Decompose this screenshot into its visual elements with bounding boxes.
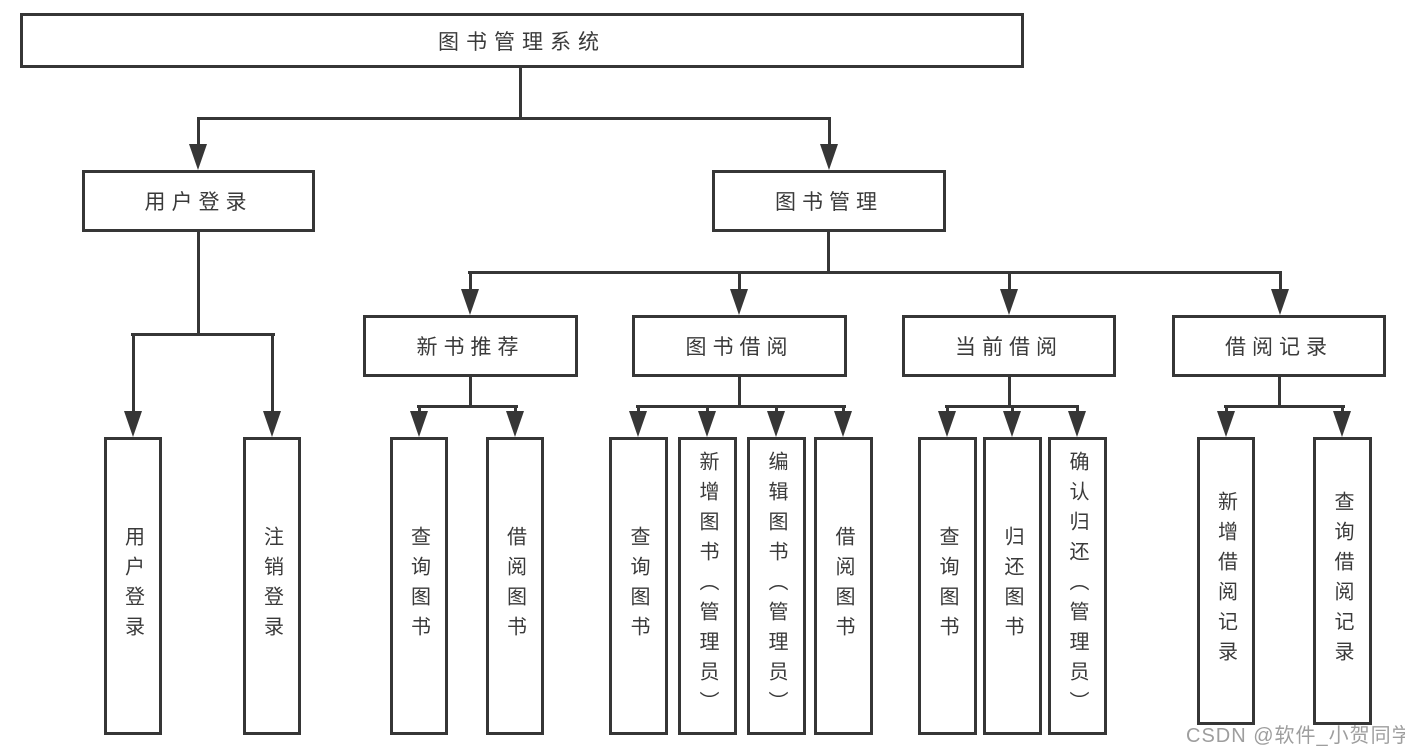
- arrow-down-icon: [820, 144, 838, 170]
- connector-stub: [706, 405, 709, 415]
- arrow-down-icon: [730, 289, 748, 315]
- arrow-down-icon: [124, 411, 142, 437]
- node-leaf-query-books-recommend: 查询图书: [390, 437, 448, 735]
- node-current-borrowing: 当前借阅: [902, 315, 1116, 377]
- arrow-down-icon: [1000, 289, 1018, 315]
- connector-stub: [1011, 405, 1014, 415]
- connector-stub: [637, 405, 640, 415]
- node-leaf-confirm-return-admin: 确认归还（管理员）: [1048, 437, 1107, 735]
- connector-user-login-stem: [197, 232, 200, 335]
- node-library-management-system: 图书管理系统: [20, 13, 1024, 68]
- connector-drop-new-book-recommend: [469, 271, 472, 291]
- node-borrowing-records: 借阅记录: [1172, 315, 1386, 377]
- arrow-down-icon: [461, 289, 479, 315]
- node-leaf-borrow-books-recommend: 借阅图书: [486, 437, 544, 735]
- arrow-down-icon: [1271, 289, 1289, 315]
- node-book-management: 图书管理: [712, 170, 946, 232]
- connector-root-stem: [519, 68, 522, 119]
- connector-stub: [418, 405, 421, 415]
- connector-drop-book-management: [828, 117, 831, 147]
- connector-drop-user-login: [197, 117, 200, 147]
- connector-drop-book-borrowing: [738, 271, 741, 291]
- csdn-watermark: CSDN @软件_小贺同学: [1186, 725, 1405, 747]
- node-book-borrowing: 图书借阅: [632, 315, 847, 377]
- node-leaf-edit-books-admin: 编辑图书（管理员）: [747, 437, 806, 735]
- connector-stub: [514, 405, 517, 415]
- node-leaf-query-borrow-record: 查询借阅记录: [1313, 437, 1372, 725]
- connector-drop-leaf-logout: [271, 333, 274, 413]
- connector-book-management-branch: [468, 271, 1282, 274]
- connector-root-branch: [197, 117, 831, 120]
- arrow-down-icon: [767, 411, 785, 437]
- connector-user-login-branch: [131, 333, 275, 336]
- connector-drop-current-borrowing: [1008, 271, 1011, 291]
- connector-borrowing-records-branch: [1224, 405, 1345, 408]
- node-leaf-add-books-admin: 新增图书（管理员）: [678, 437, 737, 735]
- arrow-down-icon: [834, 411, 852, 437]
- connector-new-book-recommend-branch: [417, 405, 518, 408]
- arrow-down-icon: [1217, 411, 1235, 437]
- connector-stub: [946, 405, 949, 415]
- arrow-down-icon: [263, 411, 281, 437]
- node-leaf-user-login: 用户登录: [104, 437, 162, 735]
- connector-stub: [842, 405, 845, 415]
- arrow-down-icon: [698, 411, 716, 437]
- node-leaf-logout: 注销登录: [243, 437, 301, 735]
- arrow-down-icon: [1003, 411, 1021, 437]
- connector-new-book-recommend-stem: [469, 377, 472, 407]
- connector-book-management-stem: [827, 232, 830, 273]
- node-leaf-borrow-books-borrowing: 借阅图书: [814, 437, 873, 735]
- arrow-down-icon: [629, 411, 647, 437]
- node-user-login: 用户登录: [82, 170, 315, 232]
- arrow-down-icon: [1068, 411, 1086, 437]
- node-leaf-add-borrow-record: 新增借阅记录: [1197, 437, 1255, 725]
- node-leaf-return-books: 归还图书: [983, 437, 1042, 735]
- arrow-down-icon: [1333, 411, 1351, 437]
- connector-stub: [775, 405, 778, 415]
- connector-stub: [1341, 405, 1344, 415]
- node-leaf-query-books-borrowing: 查询图书: [609, 437, 668, 735]
- connector-book-borrowing-branch: [636, 405, 846, 408]
- node-new-book-recommend: 新书推荐: [363, 315, 578, 377]
- connector-book-borrowing-stem: [738, 377, 741, 407]
- node-leaf-query-books-current: 查询图书: [918, 437, 977, 735]
- connector-stub: [1225, 405, 1228, 415]
- arrow-down-icon: [189, 144, 207, 170]
- connector-drop-leaf-user-login: [132, 333, 135, 413]
- connector-drop-borrowing-records: [1279, 271, 1282, 291]
- connector-stub: [1076, 405, 1079, 415]
- connector-current-borrowing-stem: [1008, 377, 1011, 407]
- connector-borrowing-records-stem: [1278, 377, 1281, 407]
- arrow-down-icon: [410, 411, 428, 437]
- arrow-down-icon: [938, 411, 956, 437]
- arrow-down-icon: [506, 411, 524, 437]
